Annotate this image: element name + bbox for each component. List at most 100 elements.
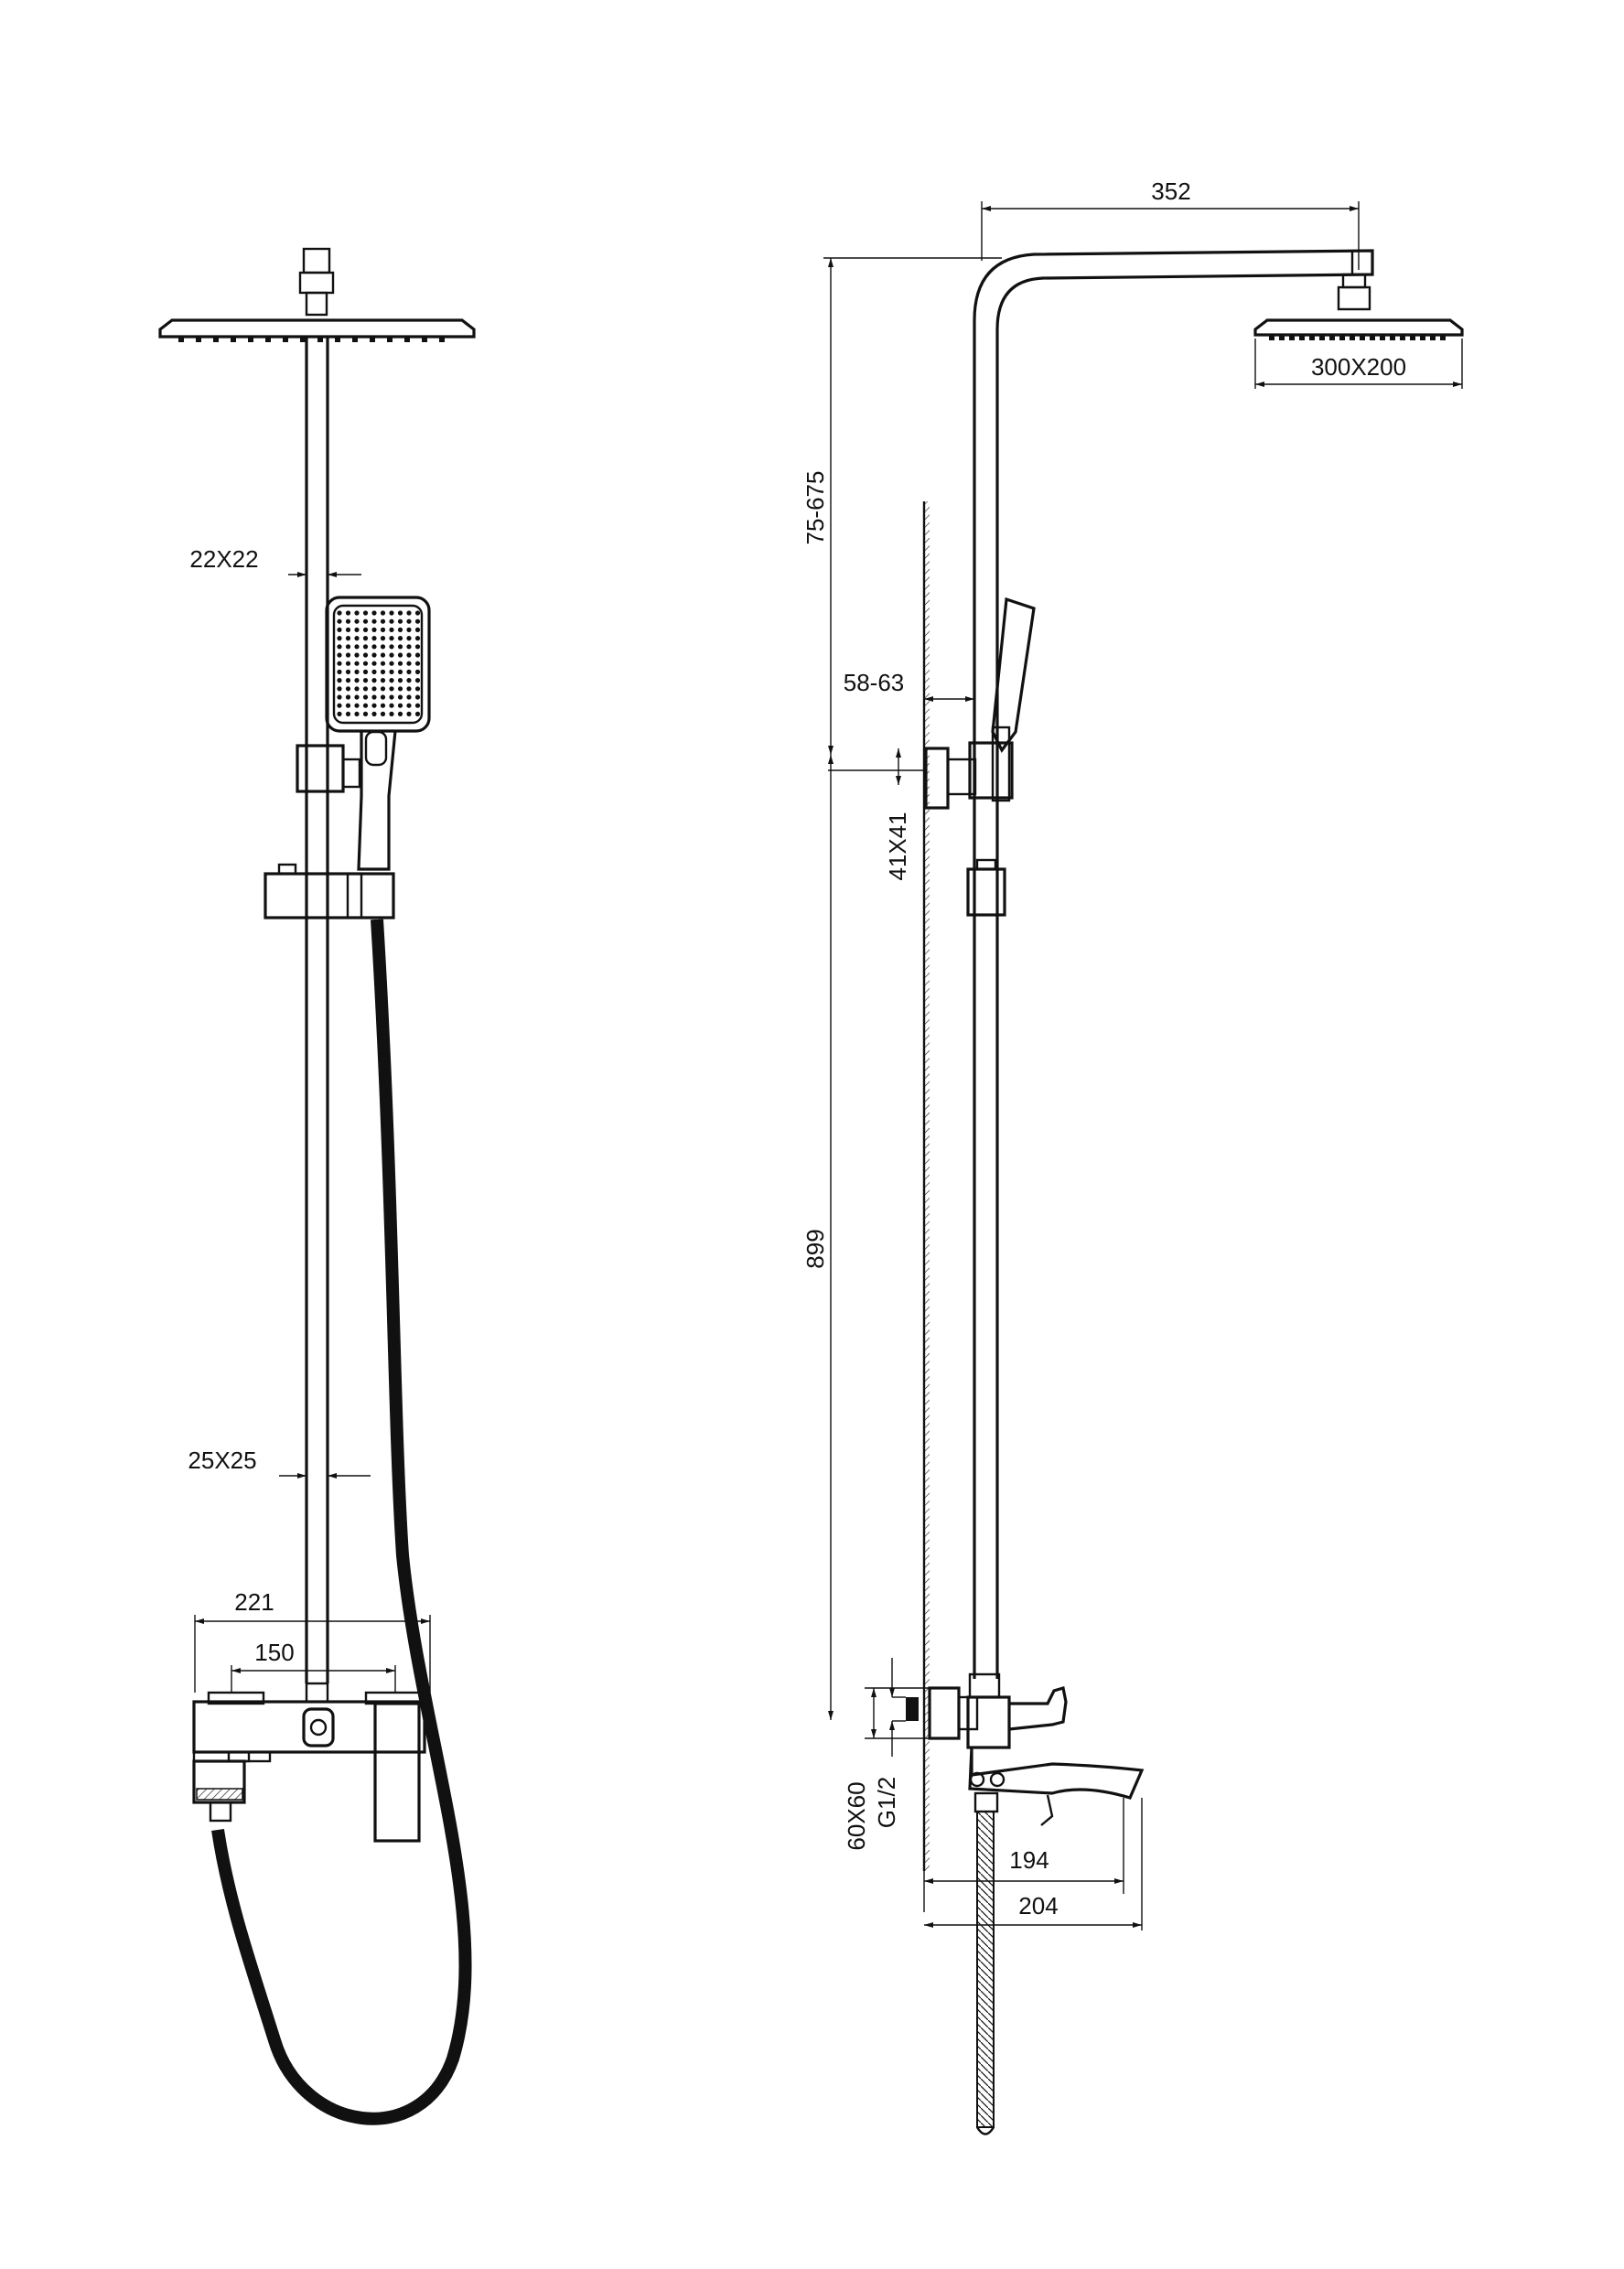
spray-dot	[414, 610, 421, 616]
nozzle	[178, 337, 184, 342]
spray-dot	[345, 618, 351, 624]
spray-dot	[414, 703, 421, 708]
spray-dot	[380, 636, 386, 641]
nozzle	[1410, 335, 1415, 340]
spray-dot	[337, 694, 342, 700]
spray-dot	[362, 711, 369, 717]
nozzle	[300, 337, 306, 342]
dim-text-22x22: 22X22	[189, 545, 258, 573]
dim-text-300x200: 300X200	[1311, 353, 1406, 381]
spray-dot	[389, 703, 394, 708]
spray-dot	[354, 652, 360, 658]
nozzle	[439, 337, 445, 342]
spray-dot	[337, 669, 342, 675]
side-shower-column	[973, 249, 1374, 1679]
spray-dot	[389, 694, 394, 700]
spray-dot	[371, 627, 377, 633]
spray-dot	[389, 644, 394, 650]
spray-dot	[371, 618, 377, 624]
spray-dot	[337, 627, 342, 633]
spray-dot	[389, 661, 394, 666]
nozzle	[1400, 335, 1405, 340]
spray-dot	[337, 652, 342, 658]
dim-text-41x41: 41X41	[884, 812, 911, 880]
spray-dot	[380, 661, 386, 666]
spray-dot	[337, 610, 342, 616]
side-slider	[966, 858, 1006, 917]
spray-dot	[380, 644, 386, 650]
nozzle	[352, 337, 358, 342]
spray-dot	[397, 627, 403, 633]
nozzle	[387, 337, 393, 342]
nozzle	[196, 337, 201, 342]
spray-dot	[371, 711, 377, 717]
spray-dot	[345, 703, 351, 708]
nozzle	[1370, 335, 1375, 340]
spray-dot	[345, 636, 351, 641]
spray-dot	[380, 652, 386, 658]
nozzle	[1360, 335, 1365, 340]
spray-dot	[345, 661, 351, 666]
nozzle	[265, 337, 271, 342]
spray-dot	[371, 686, 377, 692]
spray-dot	[389, 610, 394, 616]
spray-dot	[354, 669, 360, 675]
dim-text-150: 150	[254, 1639, 294, 1666]
spray-dot	[354, 678, 360, 683]
spray-dot	[380, 610, 386, 616]
dim-escutcheon: 60X60	[843, 1687, 930, 1851]
spray-dot	[397, 703, 403, 708]
spray-dot	[414, 636, 421, 641]
spray-dot	[397, 610, 403, 616]
dim-spout-outer: 204	[924, 1798, 1143, 1930]
spray-dot	[345, 627, 351, 633]
dim-text-899: 899	[801, 1229, 829, 1268]
spray-dot	[354, 610, 360, 616]
spray-dot	[362, 644, 369, 650]
dim-wall-bracket: 41X41	[828, 748, 924, 881]
dim-arm-length: 352	[981, 177, 1360, 270]
spray-dot	[337, 711, 342, 717]
nozzle	[1380, 335, 1385, 340]
nozzle	[404, 337, 410, 342]
spray-dot	[397, 652, 403, 658]
spray-dot	[380, 627, 386, 633]
spray-dot	[414, 652, 421, 658]
nozzle	[370, 337, 375, 342]
spray-dot	[406, 652, 412, 658]
spray-dot	[397, 711, 403, 717]
spray-dot	[397, 661, 403, 666]
spray-dot	[354, 661, 360, 666]
nozzle	[213, 337, 219, 342]
spray-dot	[362, 703, 369, 708]
nozzle	[335, 337, 340, 342]
spray-dot	[371, 644, 377, 650]
spray-dot	[389, 678, 394, 683]
spray-dot	[337, 703, 342, 708]
spray-dot	[362, 661, 369, 666]
spray-dot	[337, 618, 342, 624]
dim-text-352: 352	[1151, 177, 1190, 205]
spray-dot	[406, 636, 412, 641]
nozzle	[1269, 335, 1274, 340]
spray-dot	[406, 686, 412, 692]
nozzle	[1319, 335, 1325, 340]
spray-dot	[406, 711, 412, 717]
nozzle	[317, 337, 323, 342]
spray-dot	[345, 678, 351, 683]
spray-dot	[345, 669, 351, 675]
spray-dot	[345, 711, 351, 717]
spray-dot	[337, 661, 342, 666]
spray-dot	[414, 618, 421, 624]
spray-dot	[354, 694, 360, 700]
spray-dot	[406, 703, 412, 708]
spray-dot	[389, 669, 394, 675]
nozzle	[1390, 335, 1395, 340]
spray-dot	[389, 652, 394, 658]
spray-dot	[414, 678, 421, 683]
spray-dot	[397, 644, 403, 650]
spray-dot	[406, 694, 412, 700]
spray-dot	[354, 636, 360, 641]
spray-dot	[345, 686, 351, 692]
